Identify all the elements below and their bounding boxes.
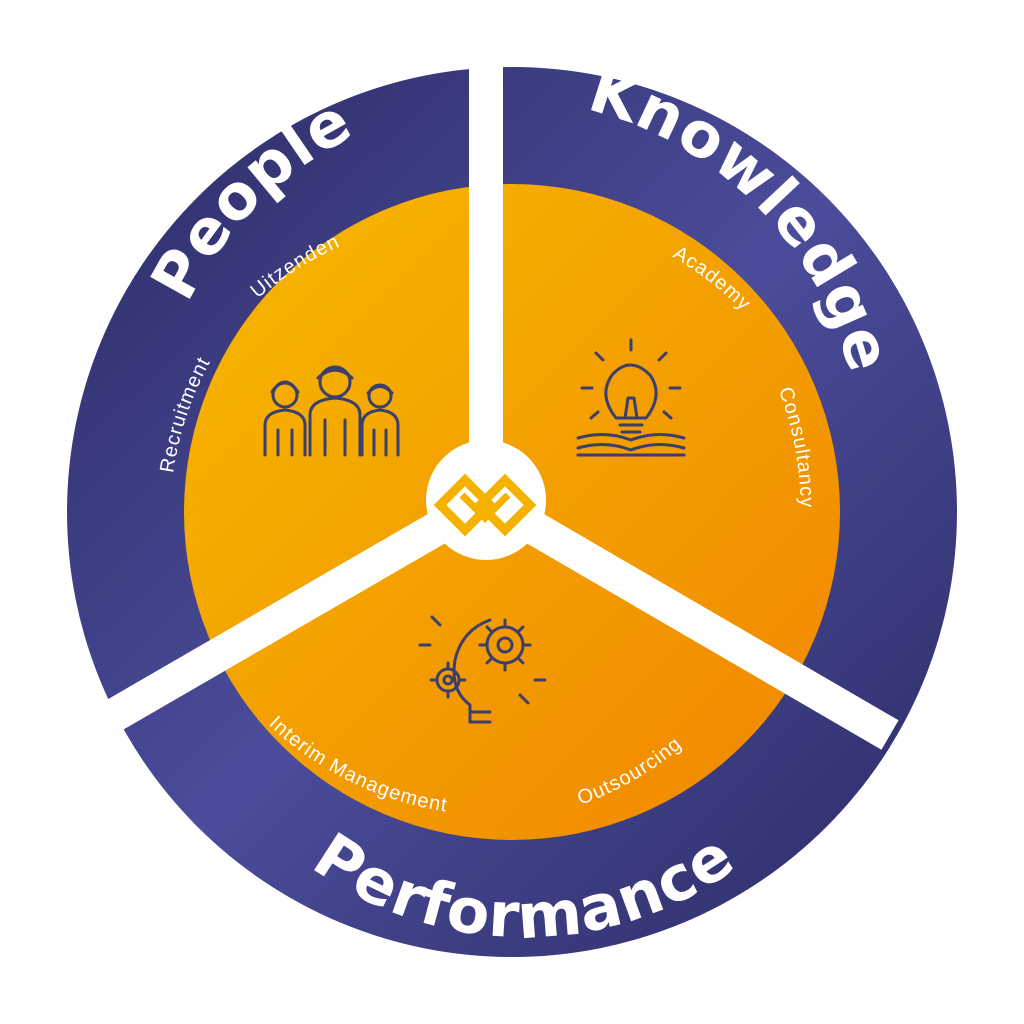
segment-dividers (71, 40, 899, 750)
intertwined-diamond-logo (433, 473, 537, 537)
people-group-icon (263, 365, 400, 457)
gears-head-icon (418, 615, 547, 724)
center-hub (426, 440, 546, 560)
lightbulb-book-icon (576, 338, 686, 457)
